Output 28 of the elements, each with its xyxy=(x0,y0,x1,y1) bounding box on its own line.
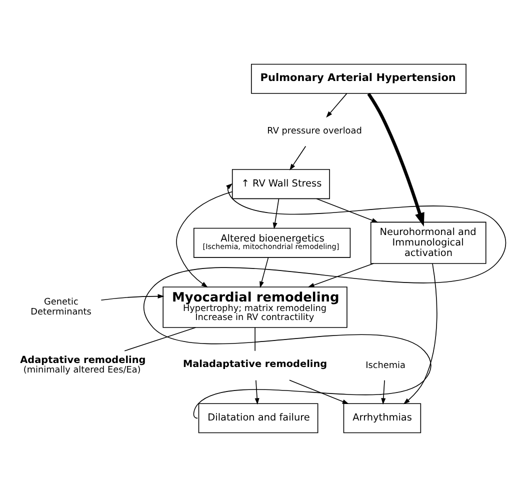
connector xyxy=(124,326,196,351)
arrow xyxy=(290,145,306,170)
node-box: Pulmonary Arterial Hypertension xyxy=(251,63,466,94)
node-box: Neurohormonal and Immunological activation xyxy=(370,221,486,264)
node-box: Altered bioenergetics [Ischemia, mitochondrial remodeling] xyxy=(193,227,351,258)
arrow xyxy=(367,92,424,226)
arrow xyxy=(289,379,349,404)
arrow xyxy=(403,262,438,404)
arrow xyxy=(381,379,386,404)
node-text: Maladaptative remodeling xyxy=(182,358,328,370)
node-box: Myocardial remodeling Hypertrophy; matrix remodeling Increase in RV contractility xyxy=(162,286,348,328)
arrow xyxy=(100,294,164,300)
arrow xyxy=(254,379,260,404)
arrow xyxy=(260,256,269,288)
arrow xyxy=(316,198,378,222)
node-text: Genetic Determinants xyxy=(30,297,92,317)
node-box: Dilatation and failure xyxy=(198,402,318,433)
arrow xyxy=(176,190,233,287)
node-text: Adaptative remodeling (minimally altered Ees/Ea) xyxy=(20,354,146,375)
arrow xyxy=(143,182,506,418)
node-text: Ischemia xyxy=(366,360,406,370)
node-box: Arrhythmias xyxy=(343,402,422,433)
arrow xyxy=(308,262,374,287)
node-box: ↑ RV Wall Stress xyxy=(232,168,330,199)
arrow xyxy=(272,198,280,229)
arrow xyxy=(326,92,348,118)
connector xyxy=(254,326,256,351)
node-text: RV pressure overload xyxy=(267,126,362,136)
